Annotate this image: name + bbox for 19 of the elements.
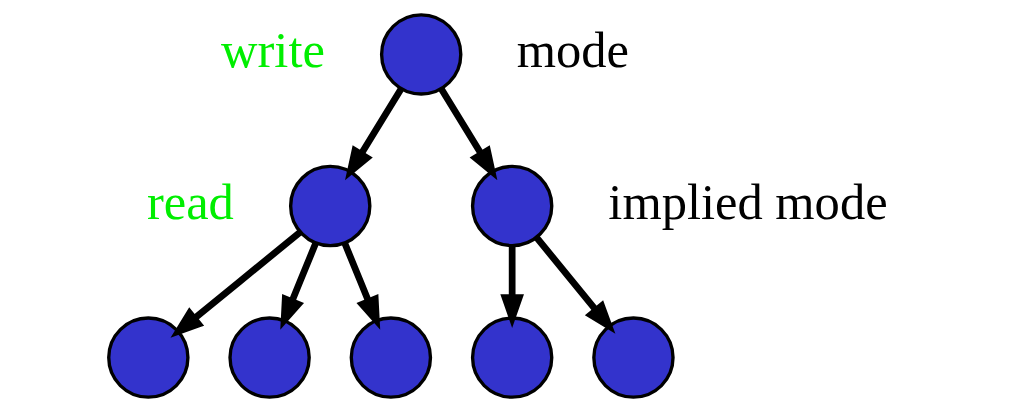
node-label: mode (516, 22, 629, 79)
node-label: read (146, 173, 234, 230)
arrow (533, 235, 615, 334)
arrow (438, 87, 497, 181)
node-circle (470, 316, 553, 399)
node-circle (227, 316, 311, 399)
node-label: write (220, 22, 325, 79)
node-circle (379, 13, 462, 96)
node-circle (591, 316, 675, 399)
arrow (499, 245, 524, 329)
node-circle (106, 316, 190, 399)
node-circle (470, 164, 553, 248)
arrow (170, 229, 302, 338)
arrow (279, 242, 319, 330)
arrow (341, 242, 380, 330)
node-circle (349, 316, 432, 399)
node-label: implied mode (607, 173, 888, 230)
node-circle (288, 164, 371, 248)
arrow (344, 87, 404, 181)
